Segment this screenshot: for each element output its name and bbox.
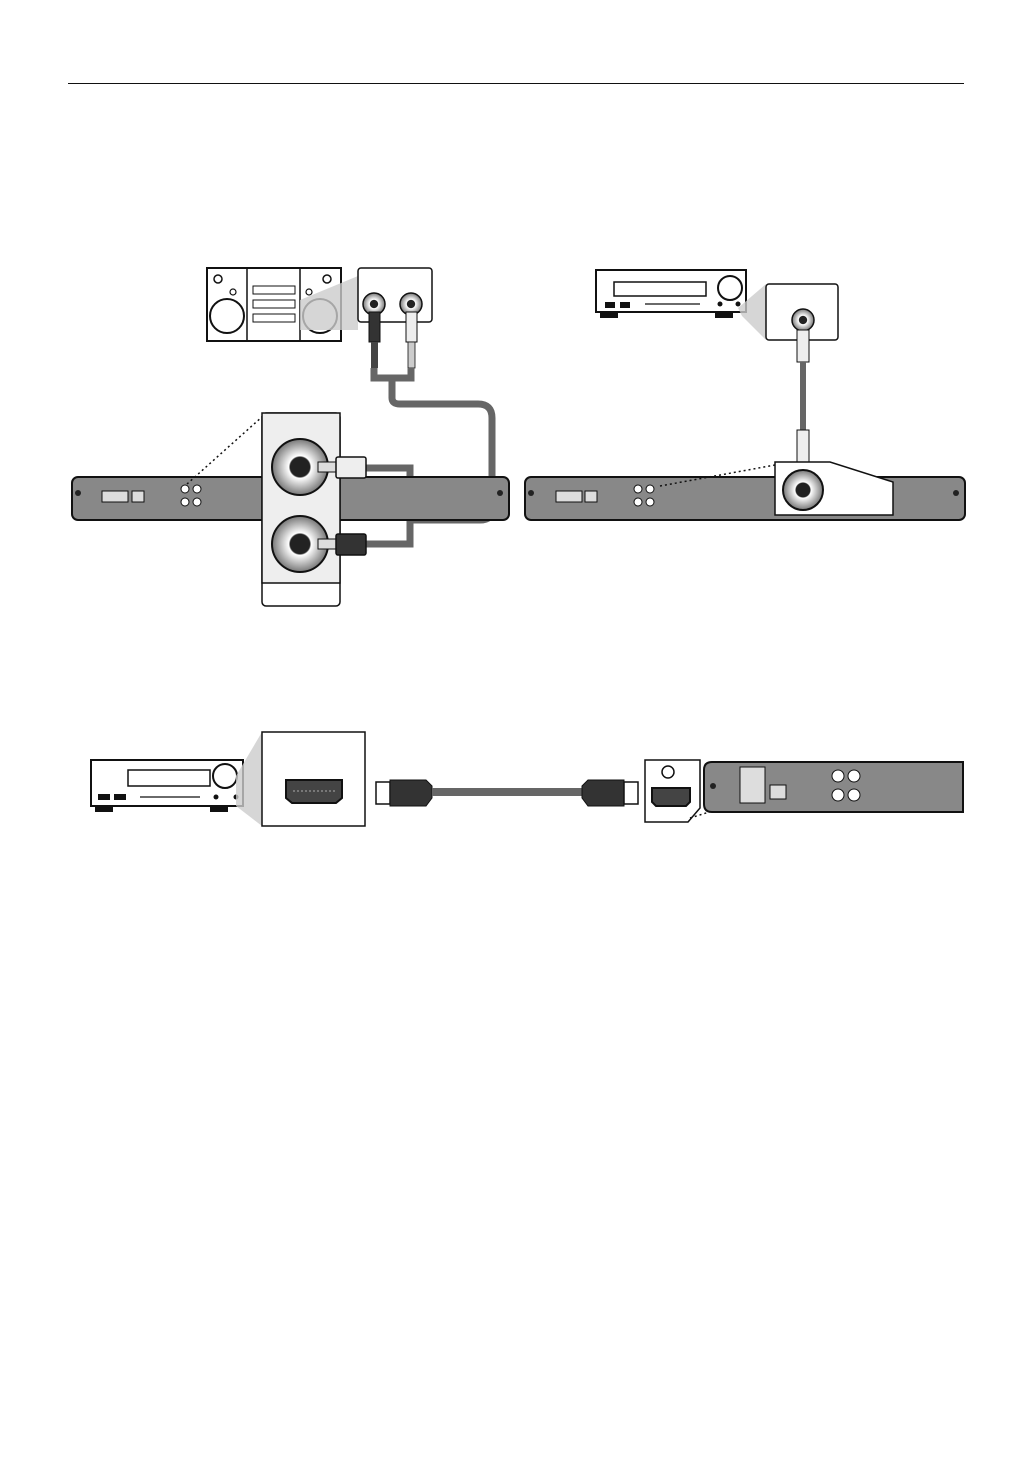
stereo-icon (207, 268, 358, 341)
player-rear-panel (704, 762, 963, 812)
figure-coaxial (525, 270, 965, 520)
player-hdmi-zoom (645, 760, 700, 822)
receiver-icon (596, 270, 746, 318)
figure-analog-audio (72, 268, 509, 606)
hdmi-cable (376, 780, 638, 806)
receiver-icon (91, 760, 243, 812)
coax-jack-icon (792, 309, 814, 331)
hdmi-plug-icon (376, 782, 390, 804)
receiver-hdmi-zoom (262, 732, 365, 826)
player-coax-zoom (775, 462, 893, 515)
coax-jack-icon (783, 470, 823, 510)
player-rear-panel (525, 477, 965, 520)
hdmi-port-icon (652, 788, 690, 806)
figure-hdmi (91, 732, 963, 826)
hdmi-plug-icon (624, 782, 638, 804)
player-audio-out-zoom (262, 413, 340, 606)
